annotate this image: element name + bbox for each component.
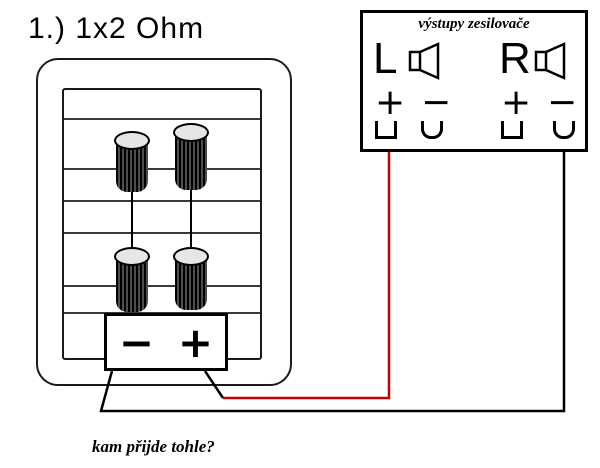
left-channel-label: L: [373, 34, 398, 83]
left-speaker-icon: [408, 42, 440, 80]
caption-question: kam přijde tohle?: [92, 437, 215, 456]
scan-line: [64, 200, 260, 202]
terminal-clip-right-minus: [553, 121, 575, 139]
amplifier-title: výstupy zesilovače: [418, 16, 530, 32]
binding-post-top-left: [114, 131, 150, 192]
binding-post-top-right: [173, 123, 209, 190]
diagram-heading: 1.) 1x2 Ohm: [28, 12, 205, 45]
speaker-terminal-plate: − +: [36, 58, 292, 386]
terminal-clip-right-plus: [501, 121, 523, 139]
speaker-polarity-box: − +: [104, 313, 228, 371]
right-minus-label: −: [547, 82, 578, 123]
binding-post-bottom-left: [114, 247, 150, 312]
left-minus-label: −: [421, 82, 452, 123]
scan-line: [64, 168, 260, 170]
speaker-plus-label: +: [177, 317, 214, 367]
left-plus-label: +: [375, 82, 406, 123]
amplifier-output-panel: výstupy zesilovače L R + − + −: [360, 10, 588, 152]
right-plus-label: +: [501, 82, 532, 123]
scan-line: [64, 285, 260, 287]
post-link-wire-right: [190, 188, 192, 256]
binding-post-bottom-right: [173, 247, 209, 310]
terminal-clip-left-minus: [421, 121, 443, 139]
speaker-minus-label: −: [118, 317, 155, 367]
terminal-clip-left-plus: [375, 121, 397, 139]
right-speaker-icon: [534, 42, 566, 80]
scan-line: [64, 118, 260, 120]
scan-line: [64, 232, 260, 234]
right-channel-label: R: [499, 34, 531, 83]
